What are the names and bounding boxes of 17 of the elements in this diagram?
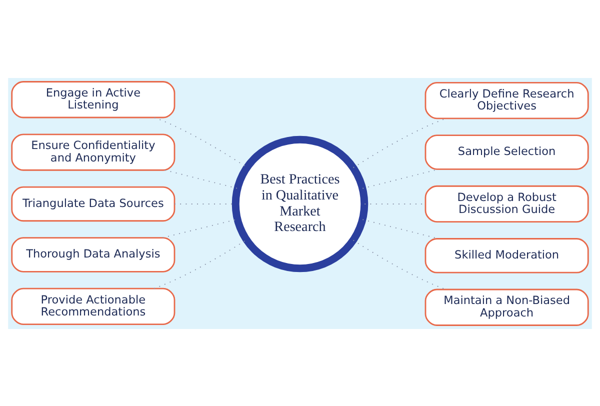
node-box: Engage in Active Listening [11, 80, 176, 118]
connector [154, 239, 247, 289]
connector [352, 118, 446, 168]
node-box: Thorough Data Analysis [11, 236, 176, 272]
connector [154, 116, 248, 168]
node-box: Sample Selection [424, 134, 589, 170]
node-box: Ensure Confidentiality and Anonymity [11, 133, 176, 170]
node-box: Provide Actionable Recommendations [11, 287, 176, 324]
connector [352, 239, 446, 290]
node-box: Clearly Define Research Objectives [424, 82, 589, 119]
connector [164, 169, 238, 188]
node-box: Skilled Moderation [424, 238, 589, 273]
node-box: Develop a Robust Discussion Guide [424, 184, 589, 222]
node-box: Maintain a Non-Biased Approach [424, 288, 589, 326]
node-box: Triangulate Data Sources [11, 186, 176, 222]
node-circle: Best Practices in Qualitative Market Research [232, 135, 368, 272]
connector [162, 218, 238, 238]
